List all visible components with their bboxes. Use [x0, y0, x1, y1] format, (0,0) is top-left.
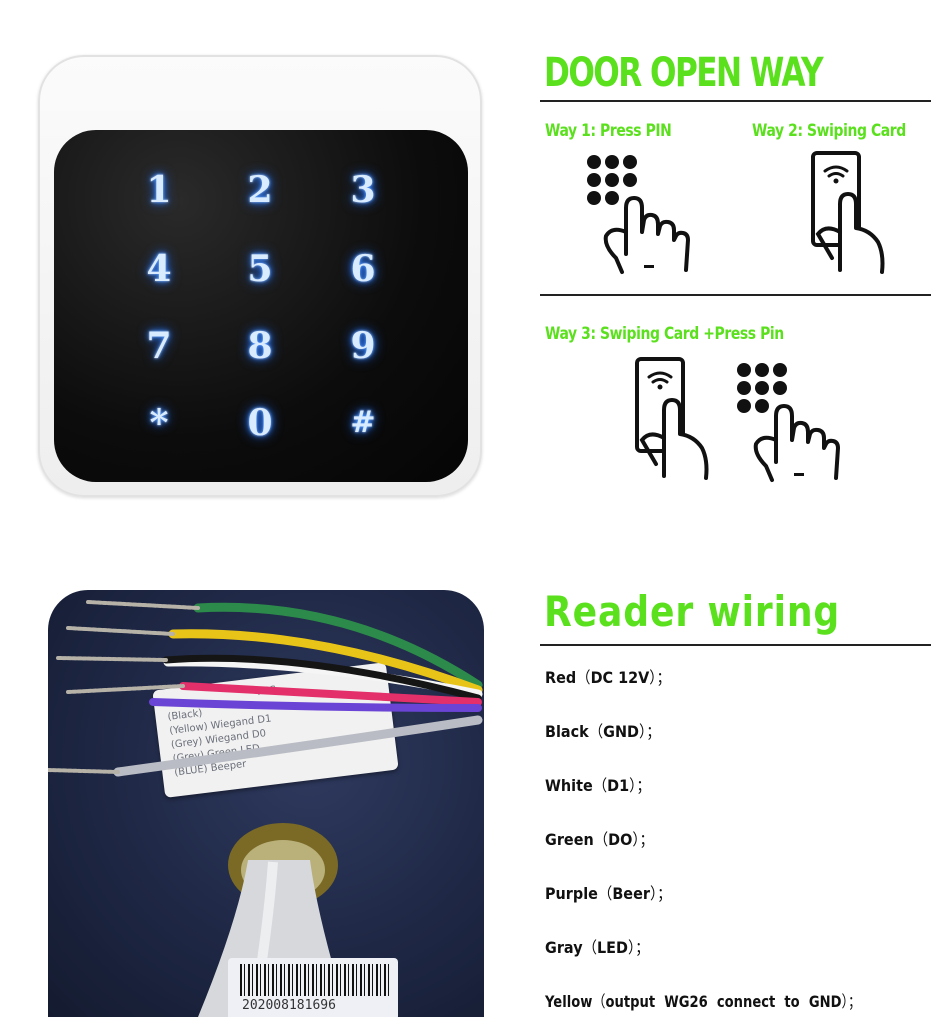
- swipe-card-icon: [811, 151, 885, 274]
- key-8[interactable]: 8: [247, 325, 273, 367]
- key-7[interactable]: 7: [146, 325, 172, 367]
- barcode: [240, 964, 390, 996]
- wire-color: Black: [545, 722, 589, 741]
- way-divider-rule: [540, 294, 931, 296]
- keypad-panel: 1 2 3 4 5 6 7 8 9 * 0 #: [54, 130, 468, 482]
- wiring-item-black: Black（GND）；: [545, 722, 661, 741]
- wire-detail: GND: [603, 722, 639, 741]
- key-2[interactable]: 2: [247, 169, 273, 211]
- wire-detail: DC 12V: [590, 668, 650, 687]
- wiring-item-red: Red（DC 12V）；: [545, 668, 671, 687]
- way3-label: Way 3: Swiping Card +Press Pin: [545, 324, 784, 344]
- wiring-item-green: Green（DO）；: [545, 830, 654, 849]
- wiring-title: Reader wiring: [544, 587, 841, 636]
- key-star[interactable]: *: [149, 402, 169, 444]
- key-3[interactable]: 3: [350, 169, 376, 211]
- wire-color: Green: [545, 830, 594, 849]
- wire-color: Gray: [545, 938, 583, 957]
- barcode-number: 202008181696: [242, 998, 336, 1013]
- door-title-rule: [540, 100, 931, 102]
- wire-detail: Beer: [612, 884, 650, 903]
- press-pin-icon-2: [737, 363, 840, 482]
- wiring-photo: VCC (Black) (Yellow) Wiegand D1 (Grey) W…: [48, 590, 484, 1017]
- wire-detail: DO: [608, 830, 633, 849]
- wires-drawing: [48, 600, 483, 1017]
- wire-detail: D1: [607, 776, 630, 795]
- key-4[interactable]: 4: [146, 248, 172, 290]
- wiring-title-rule: [540, 644, 931, 646]
- wiring-item-purple: Purple（Beer）；: [545, 884, 672, 903]
- wire-detail: output WG26 connect to GND: [605, 992, 842, 1011]
- wire-detail: LED: [597, 938, 628, 957]
- key-6[interactable]: 6: [350, 248, 376, 290]
- wire-color: Yellow: [545, 992, 593, 1011]
- key-9[interactable]: 9: [350, 325, 376, 367]
- way1-label: Way 1: Press PIN: [545, 121, 672, 141]
- press-pin-icon: [587, 155, 690, 274]
- wire-color: Purple: [545, 884, 598, 903]
- key-hash[interactable]: #: [350, 405, 376, 440]
- key-1[interactable]: 1: [146, 169, 172, 211]
- barcode-sticker: 202008181696: [228, 958, 398, 1017]
- swipe-card-icon-2: [635, 357, 709, 480]
- key-5[interactable]: 5: [247, 248, 273, 290]
- door-open-title: DOOR OPEN WAY: [544, 50, 824, 96]
- key-0[interactable]: 0: [247, 402, 273, 444]
- wiring-item-gray: Gray（LED）；: [545, 938, 650, 957]
- way2-label: Way 2: Swiping Card: [752, 121, 906, 141]
- wire-color: Red: [545, 668, 577, 687]
- wiring-item-yellow: Yellow（output WG26 connect to GND）；: [545, 992, 862, 1011]
- wiring-item-white: White（D1）；: [545, 776, 651, 795]
- wire-color: White: [545, 776, 593, 795]
